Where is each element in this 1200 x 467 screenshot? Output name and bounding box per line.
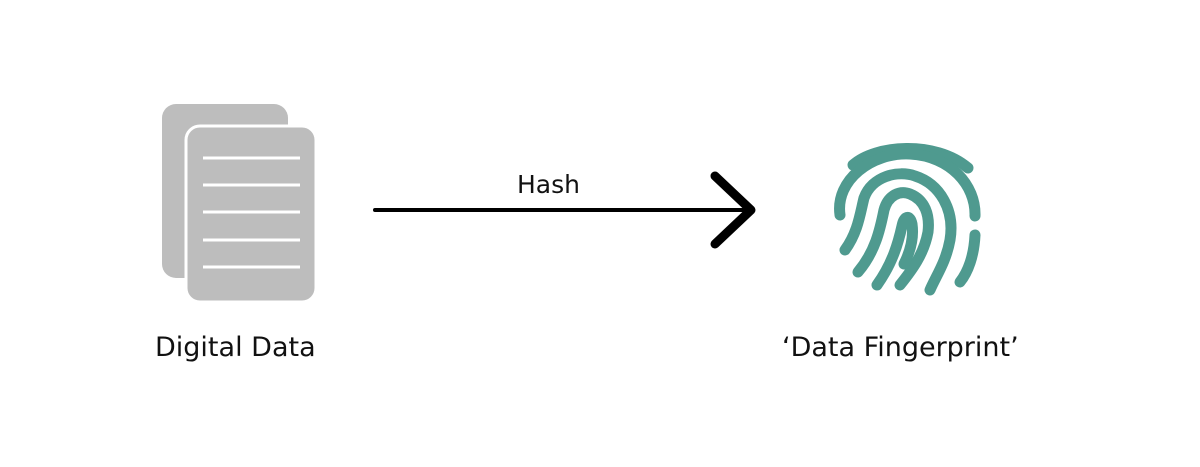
- source-label: Digital Data: [155, 332, 316, 363]
- document-front: [184, 124, 318, 304]
- fingerprint-ridge: [834, 148, 981, 222]
- fingerprint-icon: [834, 143, 981, 296]
- document-stack-icon: [162, 104, 318, 304]
- arrow-label: Hash: [517, 170, 580, 199]
- fingerprint-ridge: [839, 168, 957, 296]
- fingerprint-ridge: [871, 212, 918, 291]
- arrow-icon: [373, 171, 756, 249]
- result-label: ‘Data Fingerprint’: [782, 332, 1019, 363]
- arrow-head: [710, 171, 756, 249]
- fingerprint-ridge: [852, 187, 934, 291]
- fingerprint-ridge: [954, 229, 981, 288]
